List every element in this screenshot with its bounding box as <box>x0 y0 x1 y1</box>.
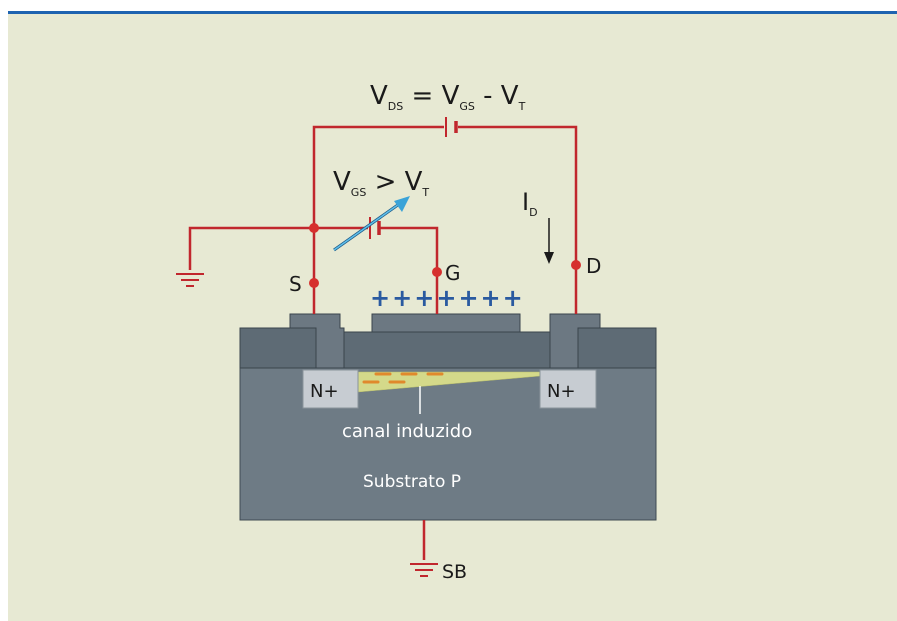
channel-electrons <box>362 372 444 384</box>
substrate-label: Substrato P <box>363 472 461 492</box>
gate-label: G <box>445 261 461 285</box>
n-plus-left <box>302 369 359 409</box>
drain-current-label: ID <box>522 188 538 219</box>
vds-equation: VDS = VGS - VT <box>370 81 526 113</box>
n-plus-left-label: N+ <box>310 381 339 402</box>
top-accent-line <box>8 11 897 14</box>
ground-substrate-icon <box>410 563 438 577</box>
node-source-junction <box>309 223 319 233</box>
variable-source-arrow <box>333 196 410 252</box>
vgs-condition: VGS > VT <box>333 167 429 199</box>
drain-current-arrow <box>544 218 554 264</box>
oxide-left <box>239 327 317 369</box>
gate-electrode <box>371 313 521 333</box>
oxide-right <box>577 327 657 369</box>
node-drain <box>571 260 581 270</box>
gate-charges: +++++++ <box>370 284 525 312</box>
drain-label: D <box>586 254 601 278</box>
drain-contact <box>549 313 601 369</box>
node-gate <box>432 267 442 277</box>
n-plus-right <box>539 369 597 409</box>
channel-label: canal induzido <box>342 421 472 442</box>
oxide-center <box>343 331 551 369</box>
ground-left-icon <box>176 273 204 287</box>
source-label: S <box>289 272 302 296</box>
n-plus-right-label: N+ <box>547 381 576 402</box>
body-label: SB <box>442 561 467 583</box>
circuit-wires <box>188 125 578 560</box>
source-contact <box>289 313 345 369</box>
circuit-nodes <box>309 223 581 288</box>
node-source <box>309 278 319 288</box>
